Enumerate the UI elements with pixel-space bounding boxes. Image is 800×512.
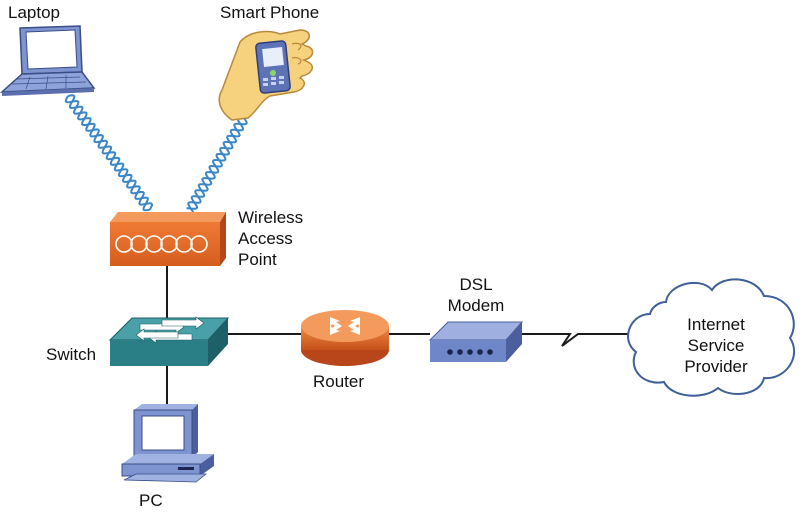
router-icon[interactable] (301, 310, 389, 366)
access-point-label: Wireless Access Point (238, 207, 303, 270)
modem-label-line-2: Modem (447, 296, 505, 315)
switch-icon[interactable] (108, 316, 230, 366)
isp-label-line-2: Service (687, 336, 745, 355)
cloud-icon[interactable] (627, 278, 796, 397)
link-laptop-ap-strand-2 (67, 94, 150, 212)
laptop-label: Laptop (8, 3, 60, 22)
pc-label: PC (139, 491, 163, 510)
dsl-modem-icon[interactable] (428, 321, 524, 362)
switch-label: Switch (46, 345, 97, 364)
desktop-pc-icon[interactable] (121, 404, 214, 483)
isp-label-line-3: Provider (684, 357, 748, 376)
access-point-label-line-1: Wireless (238, 208, 304, 227)
access-point-label-line-2: Access (238, 229, 293, 248)
smartphone-label: Smart Phone (220, 3, 320, 22)
modem-label-line-1: DSL (459, 275, 493, 294)
wireless-links (64, 94, 248, 213)
wired-links (166, 266, 634, 410)
isp-label-line-1: Internet (687, 315, 745, 334)
modem-label: DSL Modem (446, 274, 506, 316)
wireless-access-point-icon[interactable] (110, 212, 226, 266)
laptop-icon[interactable] (0, 25, 96, 96)
link-modem-isp-dsl (522, 333, 634, 347)
link-phone-ap-strand-1 (187, 116, 245, 213)
isp-label: Internet Service Provider (670, 314, 762, 377)
link-phone-ap-strand-2 (186, 117, 248, 210)
router-label: Router (313, 372, 365, 391)
access-point-label-line-3: Point (238, 250, 277, 269)
smartphone-in-hand-icon[interactable] (218, 29, 314, 121)
